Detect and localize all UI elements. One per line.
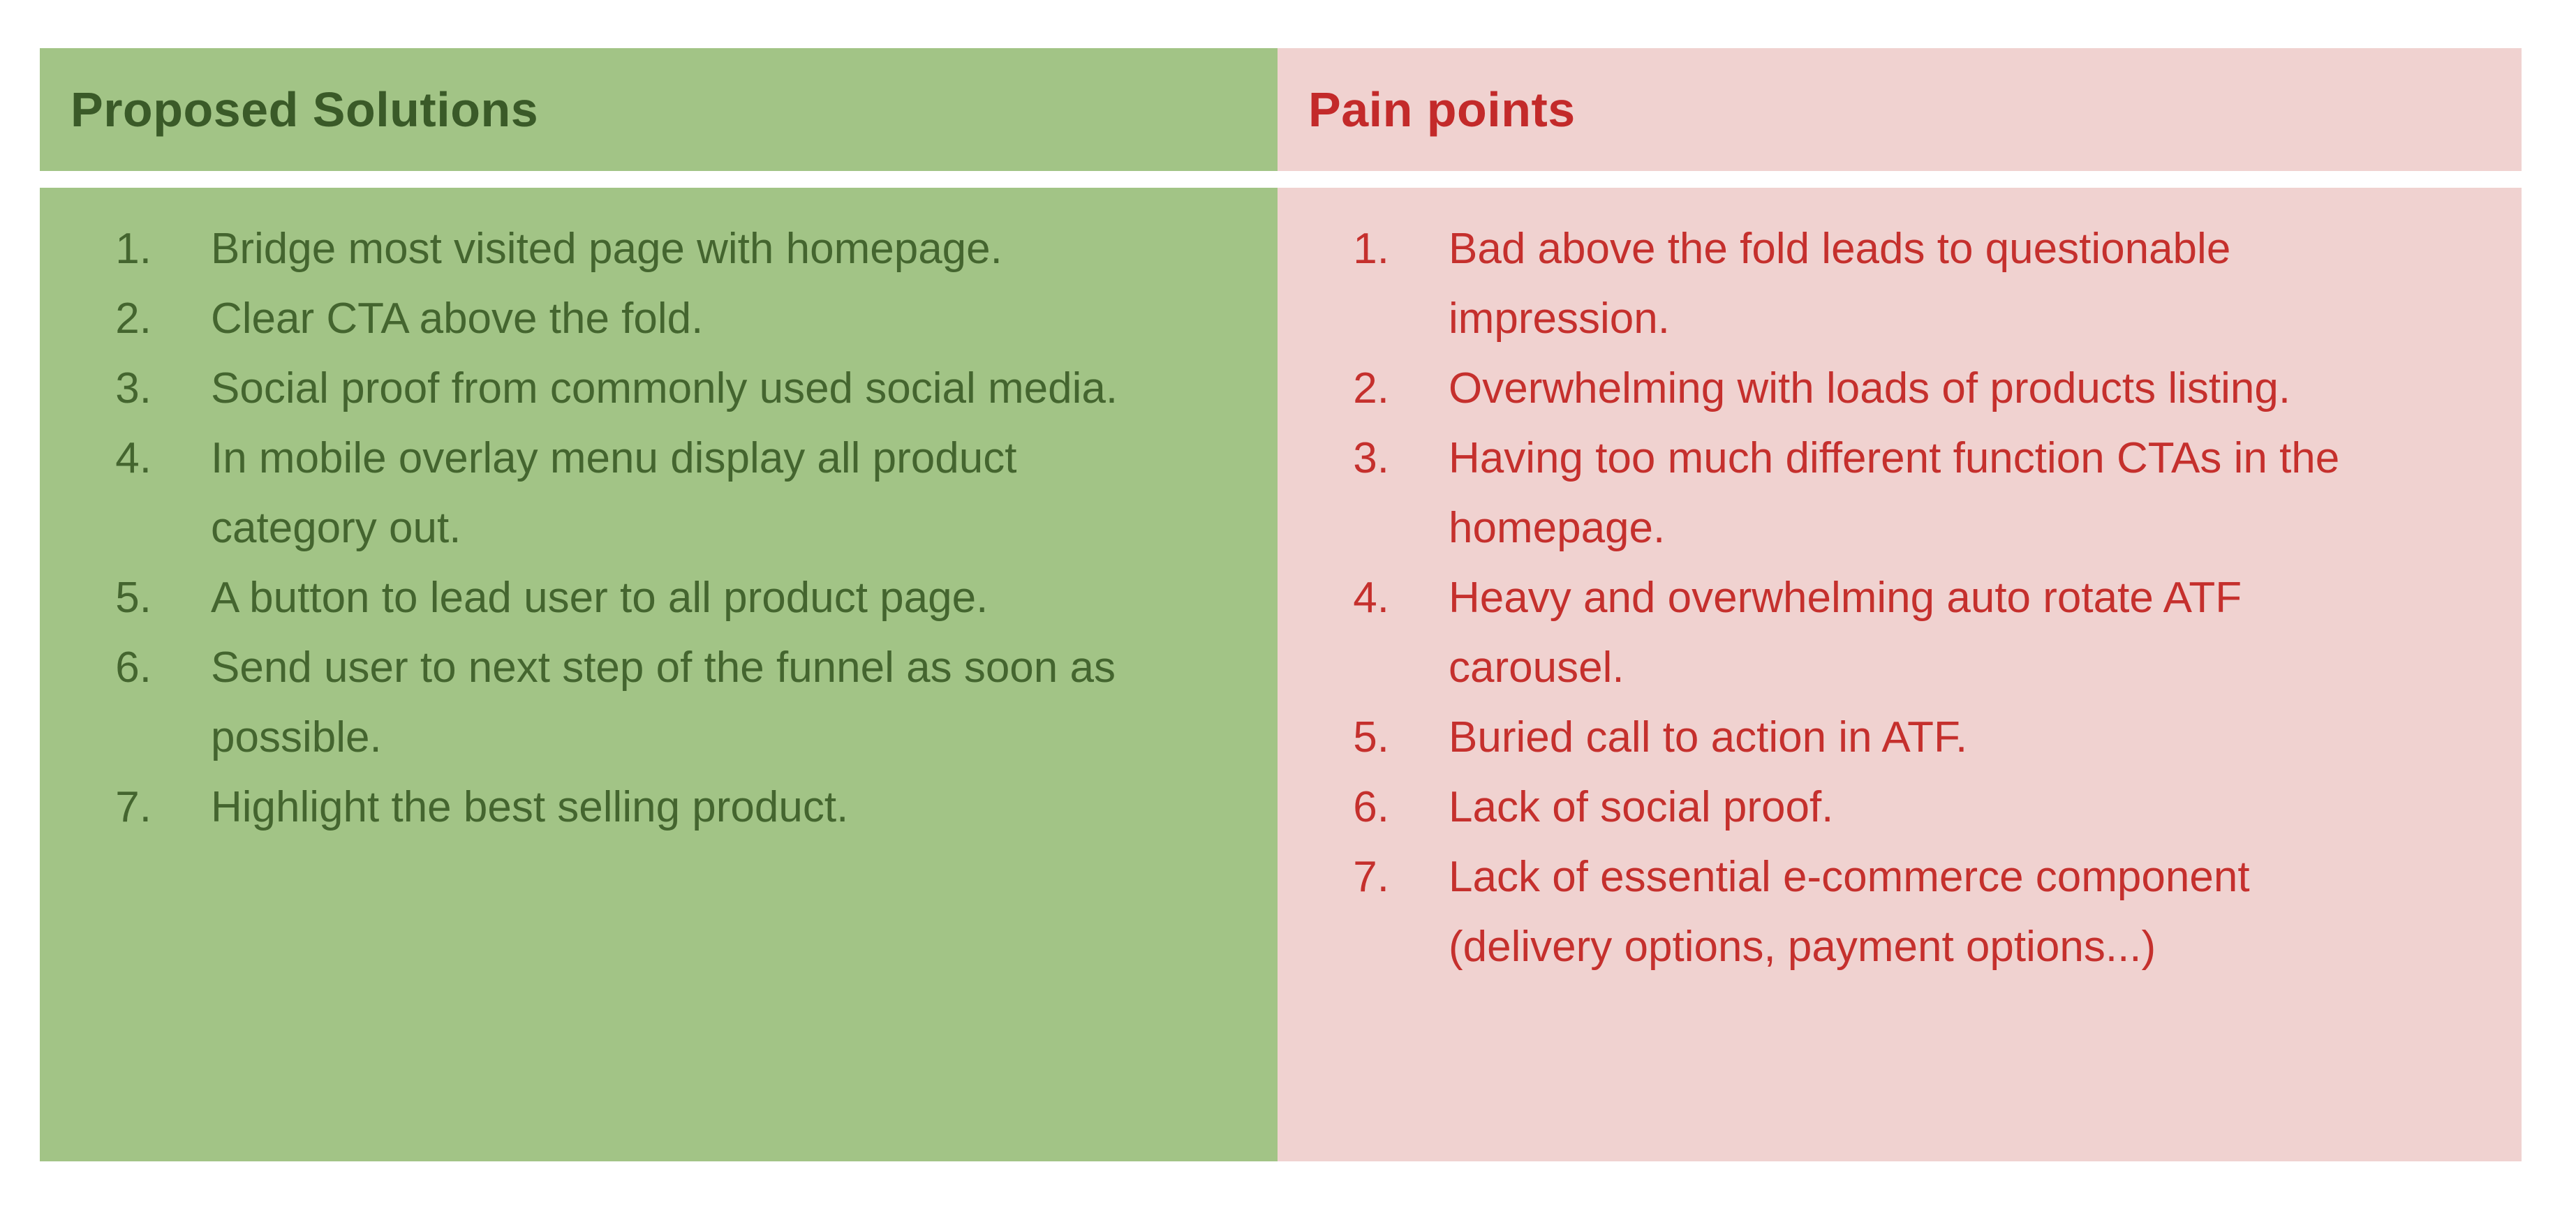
item-number: 5. <box>1353 713 1389 761</box>
list-item: 3. Social proof from commonly used social… <box>40 354 1250 424</box>
list-item: 6. Send user to next step of the funnel a… <box>40 633 1250 773</box>
pain-points-title: Pain points <box>1308 82 1576 137</box>
list-item: 2. Overwhelming with loads of products li… <box>1278 354 2494 424</box>
comparison-table: Proposed Solutions Pain points 1. Bridge … <box>40 48 2522 1161</box>
item-text: Bridge most visited page with homepage. <box>211 225 1002 273</box>
header-row: Proposed Solutions Pain points <box>40 48 2522 171</box>
item-text: Bad above the fold leads to questionable… <box>1449 225 2231 343</box>
item-number: 7. <box>1353 853 1389 901</box>
item-number: 1. <box>115 225 151 273</box>
list-item: 7. Lack of essential e-commerce component… <box>1278 842 2494 982</box>
list-item: 3. Having too much different function CTA… <box>1278 424 2494 563</box>
list-item: 1. Bridge most visited page with homepage… <box>40 214 1250 284</box>
item-text: Highlight the best selling product. <box>211 783 849 831</box>
item-number: 6. <box>115 643 151 692</box>
list-item: 2. Clear CTA above the fold. <box>40 284 1250 354</box>
item-text: Overwhelming with loads of products list… <box>1449 364 2291 412</box>
item-number: 3. <box>1353 434 1389 482</box>
proposed-solutions-header-cell: Proposed Solutions <box>40 48 1278 171</box>
item-number: 6. <box>1353 783 1389 831</box>
item-number: 5. <box>115 574 151 622</box>
item-text: Clear CTA above the fold. <box>211 295 704 343</box>
pain-points-header-cell: Pain points <box>1278 48 2522 171</box>
item-number: 1. <box>1353 225 1389 273</box>
list-item: 4. Heavy and overwhelming auto rotate ATF… <box>1278 563 2494 703</box>
proposed-solutions-body-cell: 1. Bridge most visited page with homepage… <box>40 188 1278 1161</box>
list-item: 6. Lack of social proof. <box>1278 773 2494 842</box>
body-row: 1. Bridge most visited page with homepage… <box>40 188 2522 1161</box>
list-item: 7. Highlight the best selling product. <box>40 773 1250 842</box>
proposed-solutions-list: 1. Bridge most visited page with homepage… <box>40 214 1250 842</box>
item-text: Lack of essential e-commerce component (… <box>1449 853 2250 971</box>
proposed-solutions-title: Proposed Solutions <box>71 82 539 137</box>
item-text: Having too much different function CTAs … <box>1449 434 2340 552</box>
item-text: Social proof from commonly used social m… <box>211 364 1118 412</box>
item-text: Send user to next step of the funnel as … <box>211 643 1116 761</box>
list-item: 1. Bad above the fold leads to questionab… <box>1278 214 2494 354</box>
pain-points-list: 1. Bad above the fold leads to questionab… <box>1278 214 2494 982</box>
item-text: Buried call to action in ATF. <box>1449 713 1968 761</box>
pain-points-body-cell: 1. Bad above the fold leads to questionab… <box>1278 188 2522 1161</box>
item-text: A button to lead user to all product pag… <box>211 574 989 622</box>
item-text: Lack of social proof. <box>1449 783 1834 831</box>
item-number: 7. <box>115 783 151 831</box>
list-item: 4. In mobile overlay menu display all pro… <box>40 424 1250 563</box>
item-number: 4. <box>1353 574 1389 622</box>
item-number: 4. <box>115 434 151 482</box>
item-text: Heavy and overwhelming auto rotate ATF c… <box>1449 574 2242 692</box>
header-body-divider <box>40 171 2522 188</box>
item-number: 2. <box>1353 364 1389 412</box>
list-item: 5. Buried call to action in ATF. <box>1278 703 2494 773</box>
item-number: 2. <box>115 295 151 343</box>
list-item: 5. A button to lead user to all product p… <box>40 563 1250 633</box>
item-number: 3. <box>115 364 151 412</box>
item-text: In mobile overlay menu display all produ… <box>211 434 1017 552</box>
